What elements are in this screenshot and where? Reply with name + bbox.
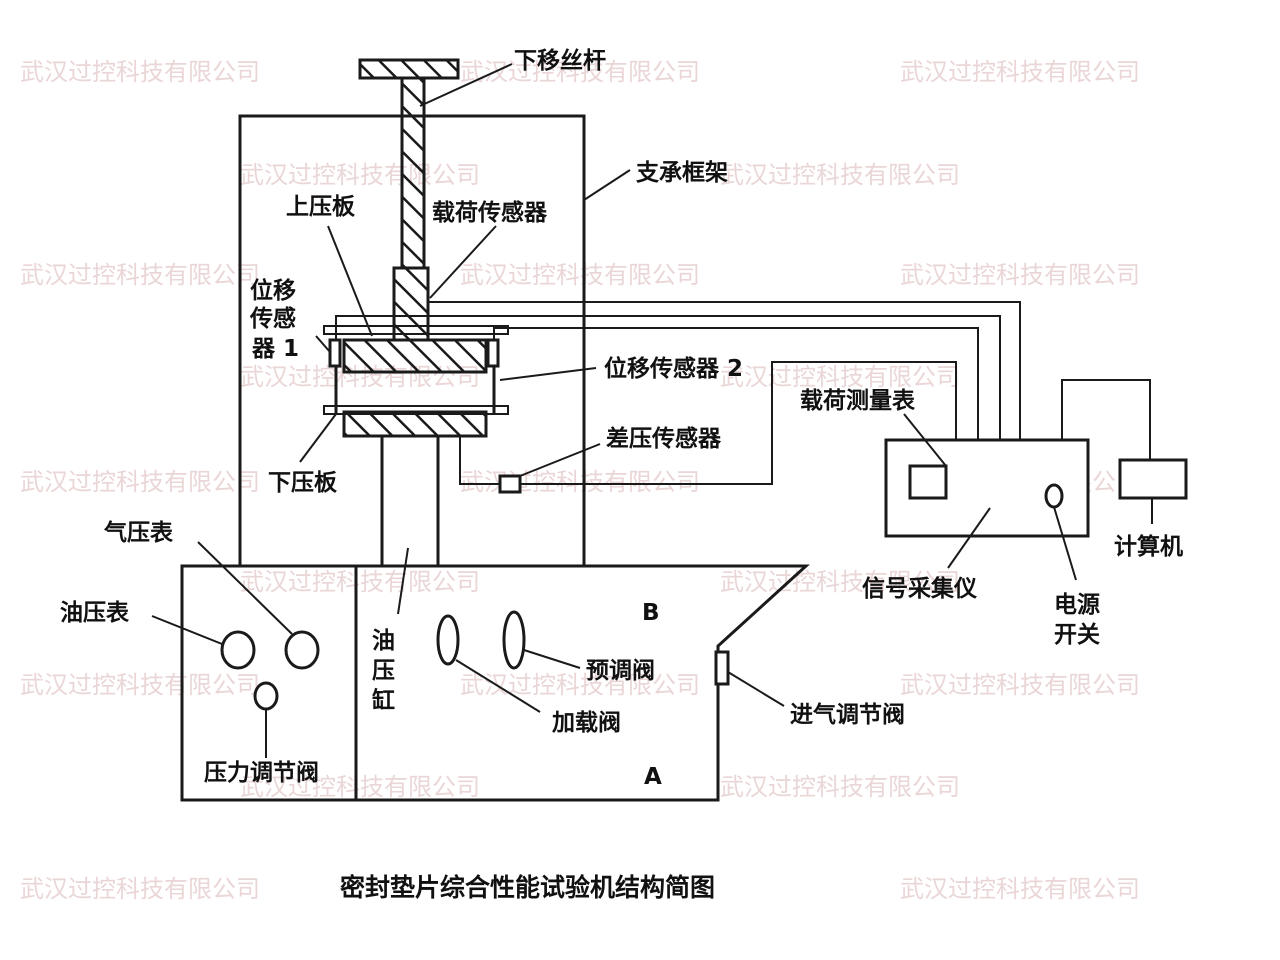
air-pressure-gauge — [284, 630, 320, 670]
power-switch — [1044, 483, 1064, 509]
diff-sensor-wire — [459, 361, 957, 485]
label-oil-gauge: 油压表 — [60, 600, 130, 626]
label-signal-collector: 信号采集仪 — [862, 575, 978, 602]
load-sensor-wire — [428, 301, 1021, 440]
label-point-b: B — [642, 600, 660, 626]
label-load-sensor: 载荷传感器 — [432, 199, 548, 226]
watermark: 武汉过控科技有限公司 — [460, 58, 700, 86]
diagram-caption: 密封垫片综合性能试验机结构简图 — [340, 873, 715, 902]
label-computer: 计算机 — [1114, 533, 1183, 560]
load-sensor-block — [392, 266, 430, 342]
label-upper-plate: 上压板 — [286, 194, 356, 220]
disp-sensor-1-wire — [335, 315, 1001, 440]
watermark: 武汉过控科技有限公司 — [20, 468, 260, 496]
watermark: 武汉过控科技有限公司 — [720, 161, 960, 189]
load-meter-display — [908, 464, 948, 500]
disp-sensor-2-body — [486, 338, 500, 368]
upper-plate-ledge — [323, 325, 509, 335]
disp-sensor-2-wire — [493, 327, 979, 440]
diff-pressure-sensor — [498, 474, 522, 494]
watermark: 武汉过控科技有限公司 — [900, 58, 1140, 86]
label-frame: 支承框架 — [635, 160, 728, 186]
label-lower-plate: 下压板 — [268, 470, 338, 496]
watermark: 武汉过控科技有限公司 — [20, 671, 260, 699]
upper-plate — [342, 338, 488, 374]
watermark: 武汉过控科技有限公司 — [720, 568, 960, 596]
watermark: 武汉过控科技有限公司 — [720, 773, 960, 801]
watermark: 武汉过控科技有限公司 — [20, 58, 260, 86]
watermark: 武汉过控科技有限公司 — [460, 468, 700, 496]
watermark: 武汉过控科技有限公司 — [20, 261, 260, 289]
computer — [1118, 458, 1188, 500]
watermark: 武汉过控科技有限公司 — [720, 363, 960, 391]
watermark: 武汉过控科技有限公司 — [900, 671, 1140, 699]
label-screw: 下移丝杆 — [514, 48, 606, 74]
label-oil-cylinder-3: 缸 — [372, 687, 395, 714]
leader-lines — [151, 63, 1153, 758]
loading-valve — [436, 614, 460, 666]
label-power-switch-line2: 开关 — [1054, 621, 1100, 648]
label-load-meter: 载荷测量表 — [800, 388, 916, 414]
watermark: 武汉过控科技有限公司 — [240, 773, 480, 801]
label-oil-cylinder-1: 油 — [372, 628, 395, 654]
oil-cylinder-column — [380, 436, 440, 566]
disp-sensor-1-body — [328, 338, 342, 368]
label-oil-cylinder-2: 压 — [372, 658, 395, 684]
computer-wire — [1061, 379, 1151, 460]
label-air-gauge: 气压表 — [103, 519, 174, 546]
watermark: 武汉过控科技有限公司 — [460, 261, 700, 289]
watermark: 武汉过控科技有限公司 — [900, 875, 1140, 903]
watermark: 武汉过控科技有限公司 — [240, 568, 480, 596]
label-point-a: A — [644, 764, 662, 790]
watermark: 武汉过控科技有限公司 — [20, 875, 260, 903]
watermark: 武汉过控科技有限公司 — [900, 261, 1140, 289]
label-pressure-valve: 压力调节阀 — [204, 760, 319, 786]
label-disp-sensor-1-line1: 位移 — [250, 277, 296, 304]
oil-pressure-gauge — [220, 630, 256, 670]
watermark: 武汉过控科技有限公司 — [460, 671, 700, 699]
label-inlet-valve: 进气调节阀 — [790, 701, 905, 728]
label-power-switch-line1: 电源 — [1054, 592, 1100, 618]
inlet-regulating-valve — [714, 650, 730, 686]
screw-handle-fill — [358, 58, 460, 80]
preset-valve — [502, 610, 526, 670]
label-disp-sensor-1-line3: 器 1 — [251, 336, 299, 362]
label-disp-sensor-1-line2: 传感 — [249, 305, 296, 332]
label-diff-pressure-sensor: 差压传感器 — [606, 425, 722, 452]
watermark: 武汉过控科技有限公司 — [240, 161, 480, 189]
base-housing — [180, 564, 810, 802]
label-load-valve: 加载阀 — [551, 710, 621, 736]
pressure-regulating-valve — [253, 681, 279, 711]
label-disp-sensor-2: 位移传感器 2 — [604, 355, 743, 382]
lower-plate — [342, 410, 488, 438]
label-preset-valve: 预调阀 — [586, 658, 655, 684]
